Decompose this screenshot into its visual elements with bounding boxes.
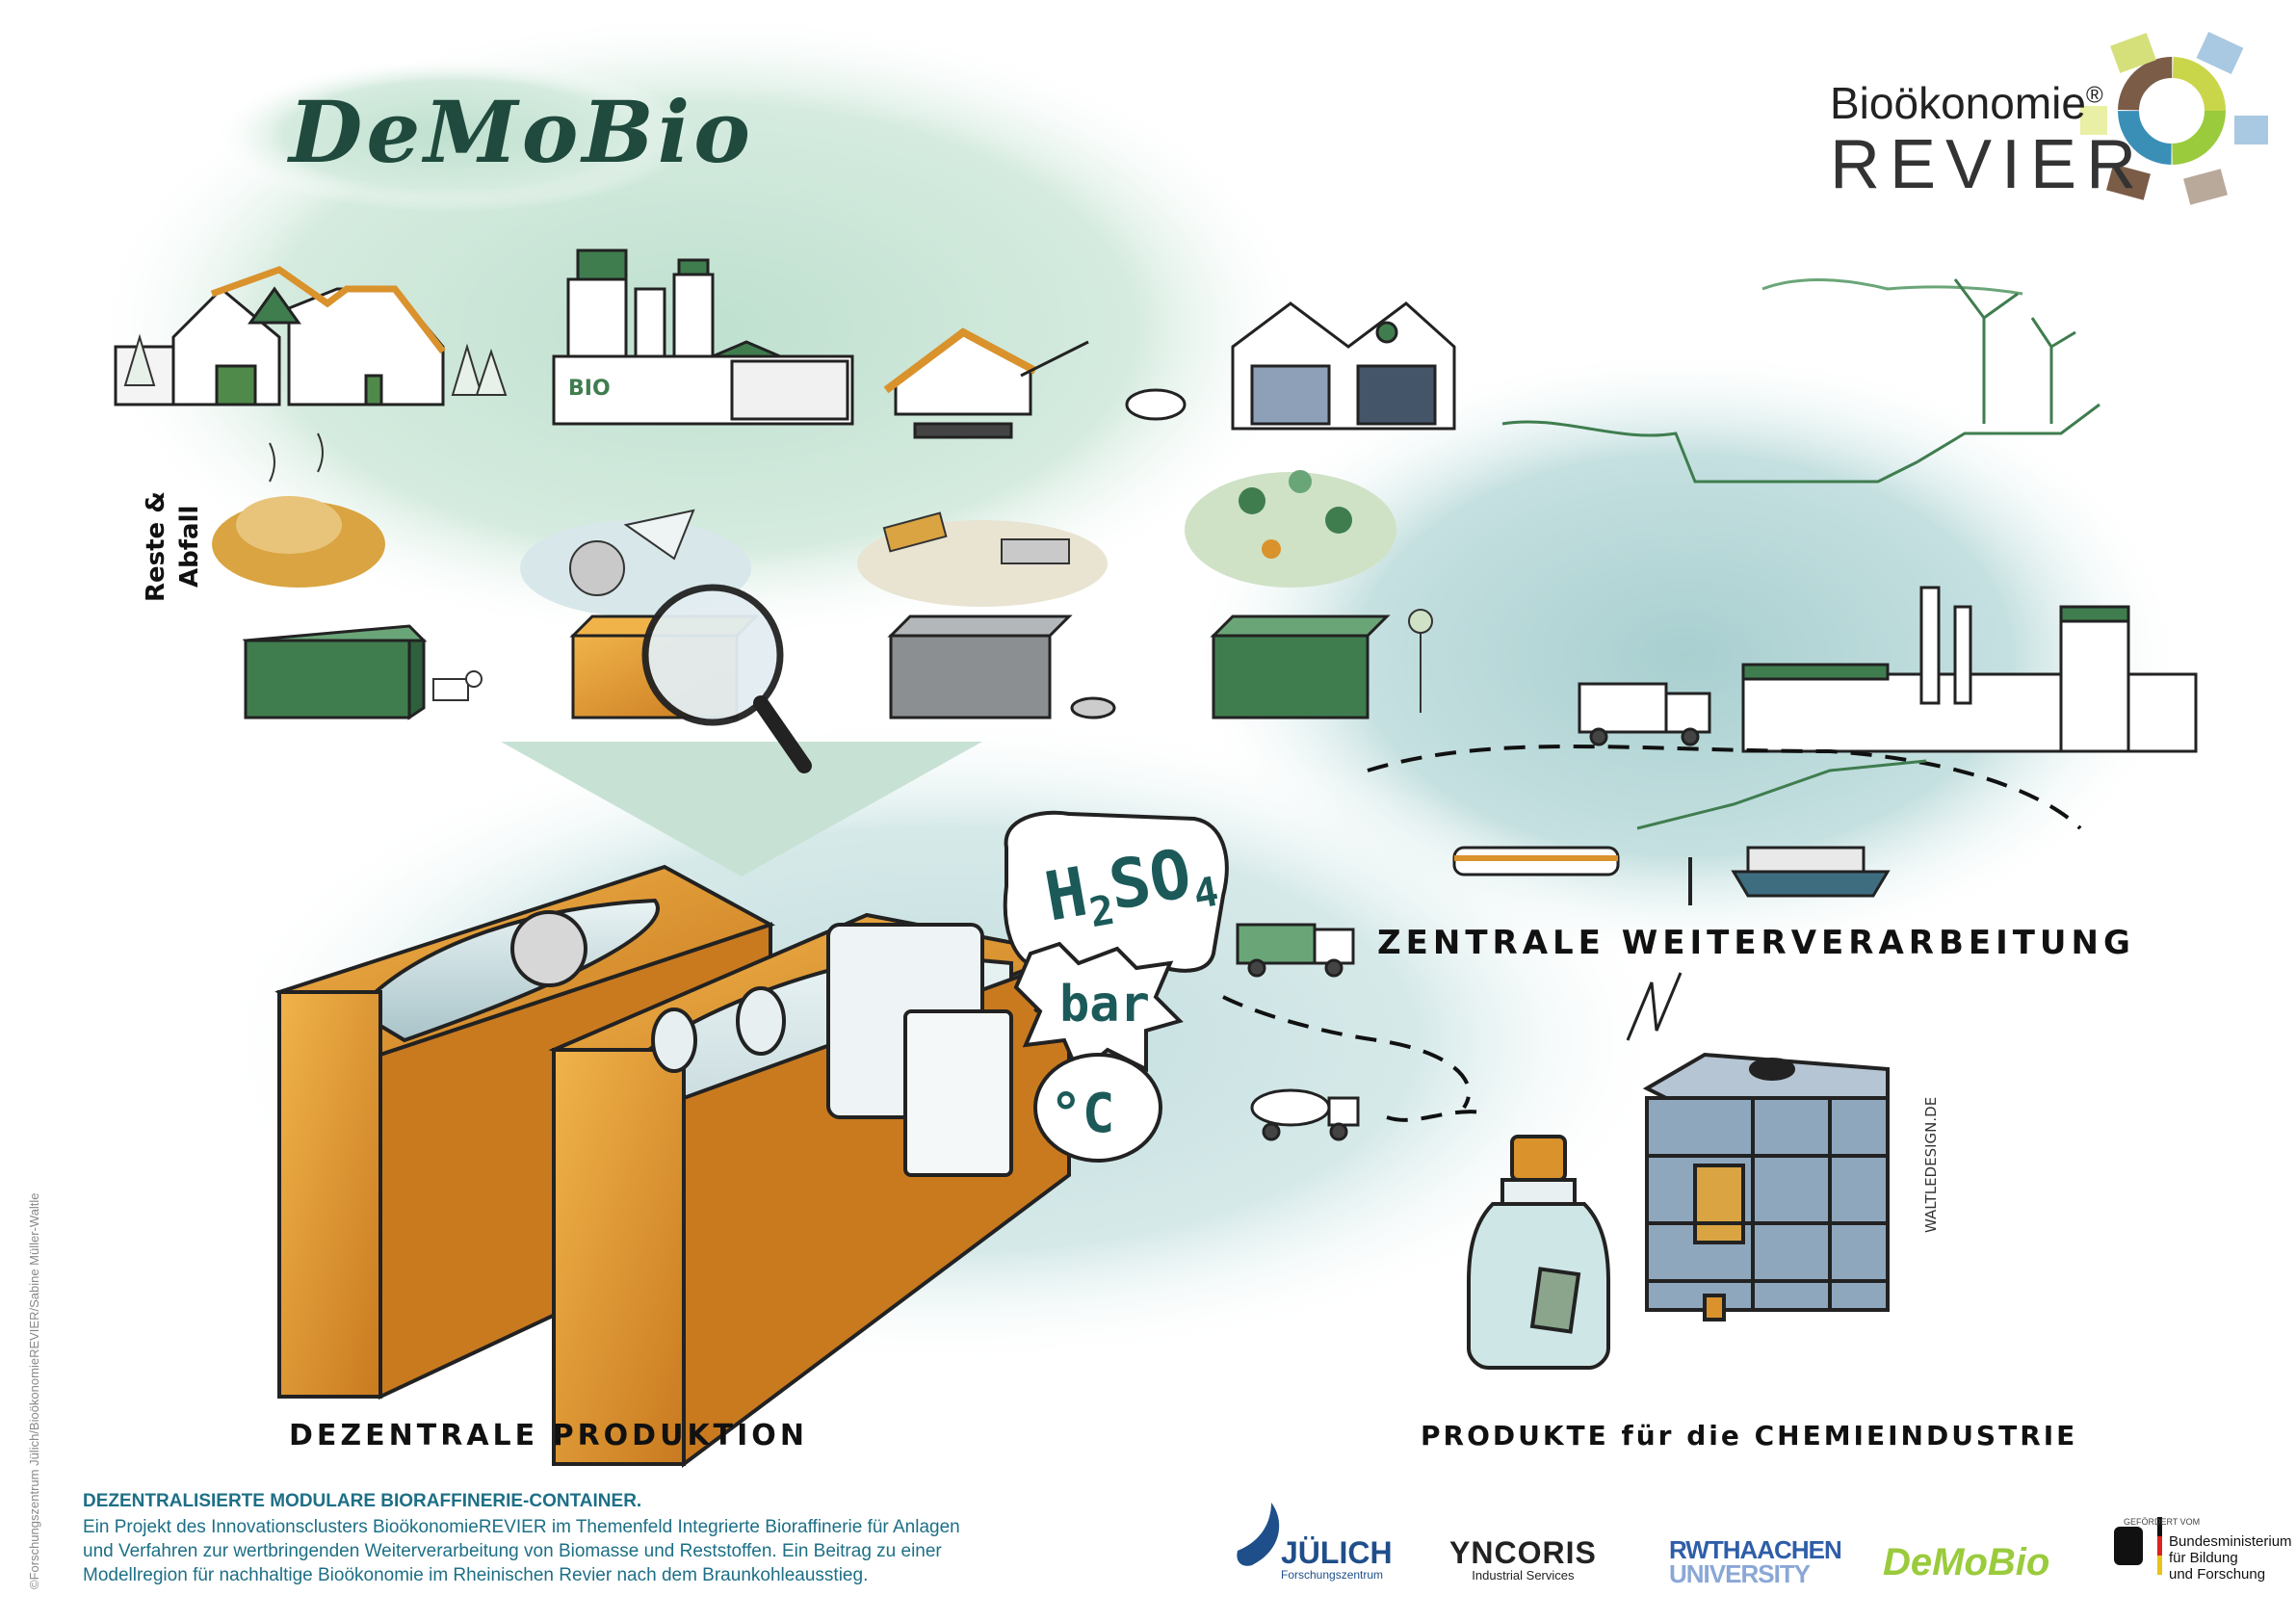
industrial-hall <box>1231 301 1456 431</box>
juelich-name: JÜLICH <box>1281 1535 1393 1570</box>
registered-mark: ® <box>2085 82 2103 109</box>
brand-name-revier: REVIER <box>1830 126 2147 203</box>
image-credit: ©Forschungszentrum Jülich/BioökonomieREV… <box>27 1192 41 1589</box>
yncoris-name: YNCORIS <box>1449 1535 1597 1570</box>
label-dezentrale: DEZENTRALE PRODUKTION <box>289 1419 808 1452</box>
partner-rwth: RWTHAACHEN UNIVERSITY <box>1669 1535 1842 1588</box>
trees <box>123 333 508 396</box>
reste-line-2: Abfall <box>175 506 204 588</box>
transport-route-bottom <box>1386 1110 1484 1122</box>
cow-icon <box>432 670 483 701</box>
transport-route-mid <box>1222 995 1472 1110</box>
logo-wash <box>212 58 693 212</box>
bmbf-name: Bundesministerium für Bildung und Forsch… <box>2169 1533 2292 1583</box>
watermark: WALTLEDESIGN.DE <box>1922 1097 1940 1233</box>
farm-building <box>114 266 446 406</box>
train-icon <box>1452 846 1620 876</box>
footer-line-2: und Verfahren zur wertbringenden Weiterv… <box>83 1541 942 1561</box>
project-logo: DeMoBio <box>289 82 754 182</box>
label-produkte: PRODUKTE für die CHEMIEINDUSTRIE <box>1421 1420 2077 1452</box>
footer-line-3: Modellregion für nachhaltige Bioökonomie… <box>83 1565 869 1585</box>
waste-pile-wood <box>857 511 1108 607</box>
waste-pile-greens <box>1185 470 1396 588</box>
wind-turbine-icon <box>1953 278 2076 424</box>
tanker-truck <box>1250 1088 1360 1141</box>
reste-label: Reste & Abfall <box>142 491 204 602</box>
bmbf-pre: GEFÖRDERT VOM <box>2124 1517 2201 1527</box>
brand-name-bioeconomy: Bioökonomie <box>1830 78 2086 128</box>
sawmill <box>883 327 1187 439</box>
container-grey <box>887 615 1116 719</box>
rwth-sub: UNIVERSITY <box>1669 1559 1811 1588</box>
yncoris-sub: Industrial Services <box>1472 1568 1575 1583</box>
bio-sign: BIO <box>568 377 611 401</box>
juelich-sub: Forschungszentrum <box>1281 1568 1384 1582</box>
rwth-name: RWTHAACHEN <box>1669 1535 1842 1564</box>
container-green-1 <box>242 624 428 720</box>
bio-factory: BIO <box>552 249 854 426</box>
partner-juelich: JÜLICH Forschungszentrum <box>1281 1537 1393 1582</box>
partner-bmbf: GEFÖRDERT VOM <box>2124 1517 2200 1527</box>
bmbf-line-3: und Forschung <box>2169 1566 2266 1583</box>
formula-so: SO <box>1103 834 1196 926</box>
speech-bubble-celsius <box>1033 1053 1162 1163</box>
partner-demobio: DeMoBio <box>1883 1541 2050 1583</box>
container-green-2 <box>1210 615 1391 719</box>
bar-label: bar <box>1059 976 1150 1033</box>
brand-name-top: Bioökonomie® <box>1830 77 2103 129</box>
bioeconomy-ring-logo <box>2080 31 2268 205</box>
celsius-label: °C <box>1050 1083 1114 1145</box>
reste-line-1: Reste & <box>142 491 170 602</box>
partner-yncoris: YNCORIS Industrial Services <box>1449 1537 1597 1583</box>
truck-green <box>1236 923 1355 978</box>
juelich-logo-mark <box>1237 1503 1280 1566</box>
ibc-tank-icon <box>1642 1052 1890 1321</box>
speech-bubble-bar <box>1013 941 1184 1078</box>
hill-line <box>1636 759 1927 830</box>
sapling-icon <box>1408 609 1433 713</box>
big-container-front <box>548 912 1077 1468</box>
waste-pile-organic <box>212 432 385 588</box>
magnifier-icon <box>641 584 812 773</box>
footer-line-1: Ein Projekt des Innovationsclusters Bioö… <box>83 1517 960 1537</box>
label-zentrale: ZENTRALE WEITERVERARBEITUNG <box>1377 924 2135 962</box>
landscape-line <box>1501 278 2100 484</box>
bmbf-line-2: für Bildung <box>2169 1550 2238 1566</box>
transport-route-top <box>1367 745 2082 830</box>
bmbf-line-1: Bundesministerium <box>2169 1533 2292 1550</box>
central-plant <box>1741 586 2198 753</box>
funnel-triangle <box>501 742 982 876</box>
footer-title: DEZENTRALISIERTE MODULARE BIORAFFINERIE-… <box>83 1491 642 1511</box>
spark-lines <box>1626 972 1683 1041</box>
footer-description: Ein Projekt des Innovationsclusters Bioö… <box>83 1515 1084 1587</box>
truck-top <box>1578 682 1711 746</box>
eagle-icon <box>2114 1517 2162 1575</box>
bottle-icon <box>1467 1135 1610 1370</box>
ship-icon <box>1731 846 1891 898</box>
